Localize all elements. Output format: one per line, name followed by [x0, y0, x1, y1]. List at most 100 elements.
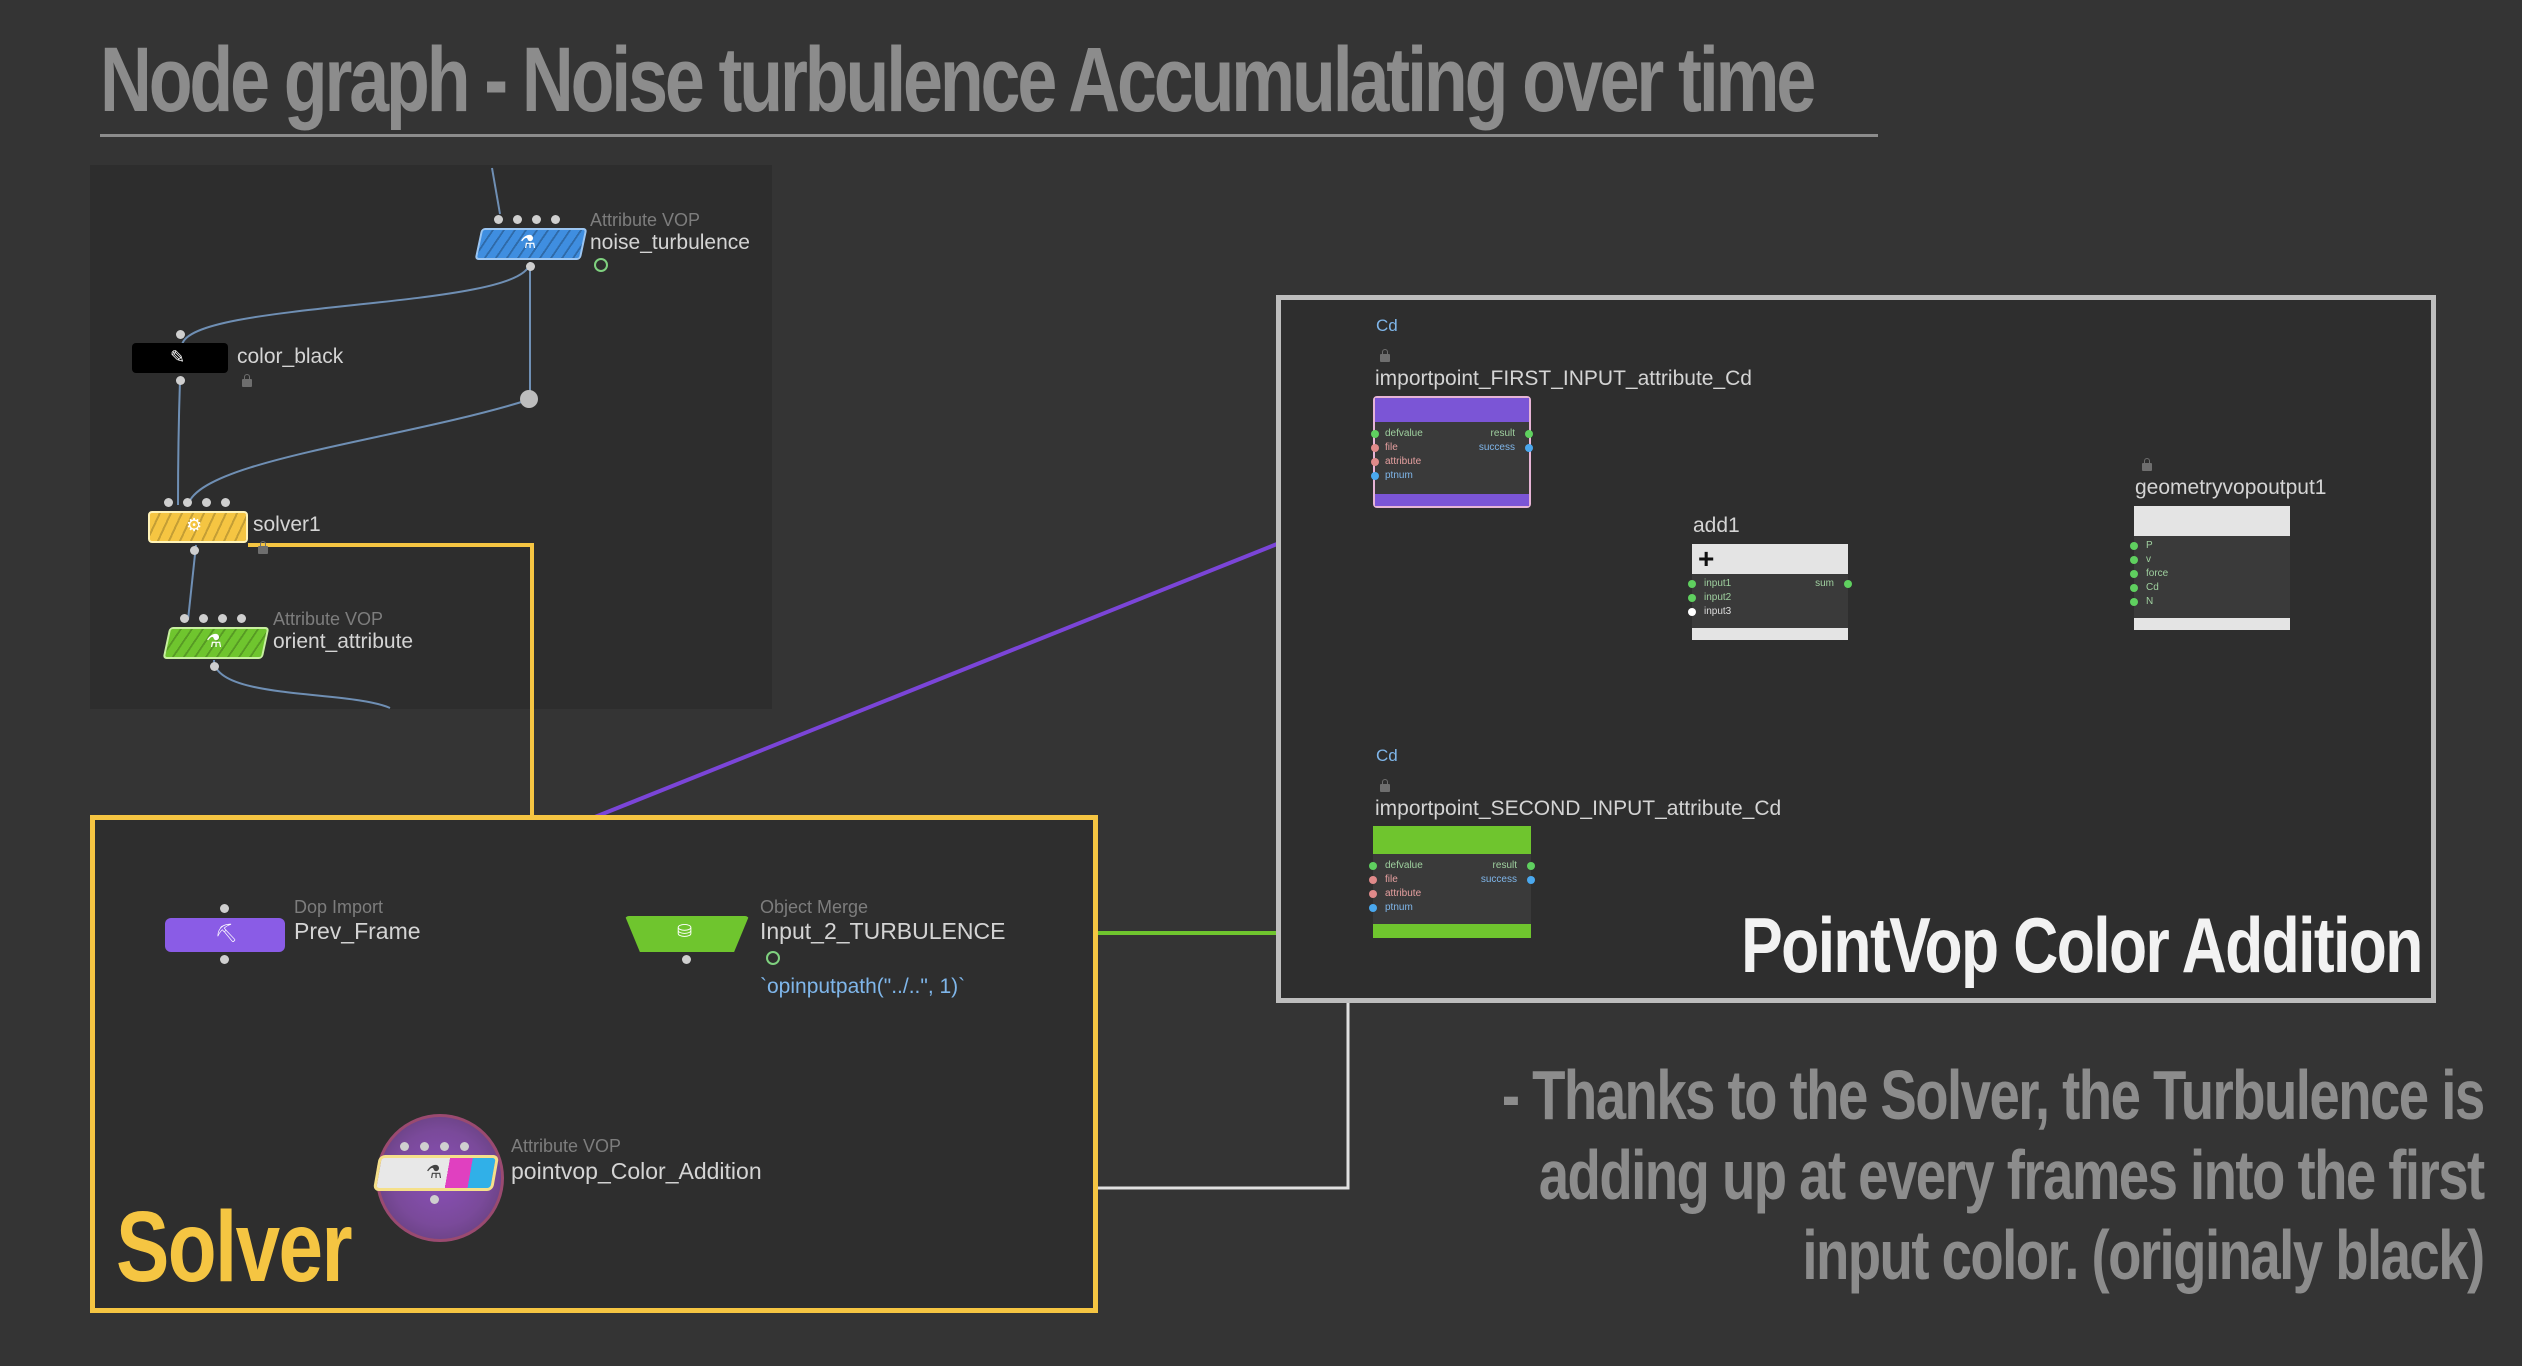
solver-box — [90, 815, 1098, 1313]
port[interactable] — [2130, 542, 2138, 550]
first-import-in-ptnum[interactable]: ptnum — [1385, 470, 1413, 481]
output-connector[interactable] — [682, 955, 691, 964]
node-noise-turbulence[interactable]: ⚗ — [474, 215, 588, 271]
geo-in-N[interactable]: N — [2146, 596, 2154, 607]
input-connector[interactable] — [180, 614, 189, 623]
output-connector[interactable] — [220, 955, 229, 964]
second-import-out-result[interactable]: result — [1492, 860, 1517, 871]
node-pointvop-color-addition[interactable]: ⚗ — [372, 1110, 504, 1242]
port[interactable] — [1525, 430, 1533, 438]
orient-attribute-name: orient_attribute — [273, 630, 414, 653]
input-connector[interactable] — [176, 330, 185, 339]
port[interactable] — [1527, 862, 1535, 870]
port[interactable] — [1369, 876, 1377, 884]
port[interactable] — [1371, 444, 1379, 452]
noise-turbulence-type: Attribute VOP — [590, 210, 701, 230]
input-connector[interactable] — [494, 215, 503, 224]
node-first-import[interactable]: defvalue file attribute ptnum result suc… — [1371, 396, 1533, 508]
geo-output-footer — [2134, 618, 2290, 630]
second-import-in-defvalue[interactable]: defvalue — [1385, 860, 1423, 871]
explanation-note: - Thanks to the Solver, the Turbulence i… — [1502, 1055, 2485, 1295]
pointvop-name: pointvop_Color_Addition — [511, 1158, 762, 1184]
port[interactable] — [1844, 580, 1852, 588]
first-import-out-result[interactable]: result — [1490, 428, 1515, 439]
wire-orient-out — [213, 659, 391, 709]
node-color-black[interactable]: ✎ — [132, 330, 228, 385]
input-connector[interactable] — [220, 904, 229, 913]
input-connector[interactable] — [164, 498, 173, 507]
node-orient-attribute[interactable]: ⚗ — [162, 614, 270, 671]
node-prev-frame[interactable]: ⛏ — [165, 904, 285, 964]
second-import-in-attribute[interactable]: attribute — [1385, 888, 1422, 899]
input-connector[interactable] — [183, 498, 192, 507]
port[interactable] — [1527, 876, 1535, 884]
input-connector[interactable] — [551, 215, 560, 224]
input-connector[interactable] — [400, 1142, 409, 1151]
port[interactable] — [1369, 862, 1377, 870]
output-connector[interactable] — [190, 546, 199, 555]
port[interactable] — [1688, 594, 1696, 602]
lock-icon — [258, 541, 268, 554]
geo-in-force[interactable]: force — [2146, 568, 2169, 579]
input2-body — [625, 916, 749, 952]
clock-icon — [766, 951, 780, 965]
geo-output-name: geometryvopoutput1 — [2135, 476, 2327, 499]
node-geometryvopoutput1[interactable]: P v force Cd N — [2130, 506, 2290, 630]
input2-type: Object Merge — [760, 897, 869, 917]
second-import-in-file[interactable]: file — [1385, 874, 1398, 885]
port[interactable] — [1525, 444, 1533, 452]
input-connector[interactable] — [440, 1142, 449, 1151]
wire-dot[interactable] — [520, 390, 538, 408]
port[interactable] — [2130, 556, 2138, 564]
node-solver1[interactable]: ⚙ — [148, 498, 248, 555]
clock-icon — [594, 258, 608, 272]
first-import-in-defvalue[interactable]: defvalue — [1385, 428, 1423, 439]
input-connector[interactable] — [460, 1142, 469, 1151]
add1-in-2[interactable]: input2 — [1704, 592, 1732, 603]
solver1-body — [148, 511, 248, 543]
port[interactable] — [1371, 472, 1379, 480]
lock-icon — [2142, 458, 2152, 471]
input-connector[interactable] — [221, 498, 230, 507]
second-import-out-success[interactable]: success — [1480, 874, 1517, 885]
output-connector[interactable] — [526, 262, 535, 271]
output-connector[interactable] — [430, 1195, 439, 1204]
add1-in-3[interactable]: input3 — [1704, 606, 1732, 617]
port[interactable] — [2130, 570, 2138, 578]
node-add1[interactable]: + input1 input2 input3 sum — [1688, 544, 1852, 640]
input-connector[interactable] — [218, 614, 227, 623]
port[interactable] — [1688, 580, 1696, 588]
port[interactable] — [1371, 430, 1379, 438]
wire-solver-orient — [187, 544, 197, 621]
geo-in-P[interactable]: P — [2146, 540, 2153, 551]
input-connector[interactable] — [202, 498, 211, 507]
port[interactable] — [1369, 904, 1377, 912]
add1-out-sum[interactable]: sum — [1815, 578, 1834, 589]
output-connector[interactable] — [210, 662, 219, 671]
node-input2-turbulence[interactable]: ⛁ — [625, 916, 749, 964]
orient-attribute-type: Attribute VOP — [273, 609, 384, 629]
solver1-name: solver1 — [253, 513, 321, 536]
input-connector[interactable] — [513, 215, 522, 224]
port[interactable] — [1688, 608, 1696, 616]
port[interactable] — [1369, 890, 1377, 898]
lock-icon — [1380, 349, 1390, 362]
output-connector[interactable] — [176, 376, 185, 385]
first-import-in-attribute[interactable]: attribute — [1385, 456, 1422, 467]
vop-box-label: PointVop Color Addition — [1741, 901, 2423, 989]
color-black-name: color_black — [237, 345, 344, 368]
node-second-import[interactable]: defvalue file attribute ptnum result suc… — [1369, 826, 1535, 938]
geo-in-v[interactable]: v — [2146, 554, 2151, 565]
add1-in-1[interactable]: input1 — [1704, 578, 1732, 589]
input-connector[interactable] — [420, 1142, 429, 1151]
input-connector[interactable] — [237, 614, 246, 623]
geo-in-Cd[interactable]: Cd — [2146, 582, 2159, 593]
first-import-out-success[interactable]: success — [1478, 442, 1515, 453]
second-import-in-ptnum[interactable]: ptnum — [1385, 902, 1413, 913]
input-connector[interactable] — [532, 215, 541, 224]
first-import-in-file[interactable]: file — [1385, 442, 1398, 453]
port[interactable] — [1371, 458, 1379, 466]
port[interactable] — [2130, 598, 2138, 606]
input-connector[interactable] — [199, 614, 208, 623]
port[interactable] — [2130, 584, 2138, 592]
